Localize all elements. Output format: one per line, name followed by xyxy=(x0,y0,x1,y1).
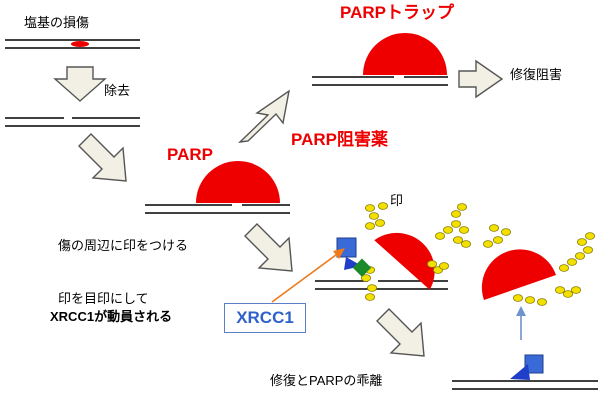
label-parp-inhibitor: PARP阻害薬 xyxy=(291,130,388,149)
label-mark: 印 xyxy=(390,193,404,208)
parp-protein-bound xyxy=(374,232,435,290)
label-mark-around: 傷の周辺に印をつける xyxy=(58,238,189,253)
label-parp: PARP xyxy=(167,145,213,164)
label-parp-trap: PARPトラップ xyxy=(340,3,454,22)
dna-gapped xyxy=(5,117,140,127)
dna-trap xyxy=(312,76,448,86)
label-release: 修復とPARPの乖離 xyxy=(270,373,383,388)
xrcc1-box: XRCC1 xyxy=(224,303,306,333)
parp-protein-free xyxy=(196,161,280,203)
dna-repaired xyxy=(452,380,598,390)
arrow-right-block xyxy=(458,59,504,99)
xrcc1-complex-bound xyxy=(336,237,372,277)
parp-protein-released xyxy=(481,249,556,300)
xrcc1-complex-released xyxy=(510,354,544,380)
label-xrcc1-line1: 印を目印にして xyxy=(58,291,149,306)
dna-recruit xyxy=(315,280,448,290)
arrow-diag-to-recruit xyxy=(244,223,293,272)
dna-with-parp xyxy=(145,204,290,214)
xrcc1-pointer-arrow xyxy=(271,248,345,303)
label-removal: 除去 xyxy=(104,83,131,98)
release-up-arrow xyxy=(516,306,526,340)
arrow-diag-to-trap xyxy=(238,89,291,143)
arrow-diag-to-parp xyxy=(78,133,127,182)
label-repair-block: 修復阻害 xyxy=(510,67,563,82)
label-base-damage: 塩基の損傷 xyxy=(24,15,90,30)
arrow-diag-to-release xyxy=(376,308,425,357)
damage-mark xyxy=(71,41,89,47)
arrow-down-removal xyxy=(53,66,107,102)
label-xrcc1-line2: XRCC1が動員される xyxy=(50,309,173,324)
parp-protein-trapped xyxy=(363,33,447,75)
dna-intact xyxy=(5,39,140,49)
